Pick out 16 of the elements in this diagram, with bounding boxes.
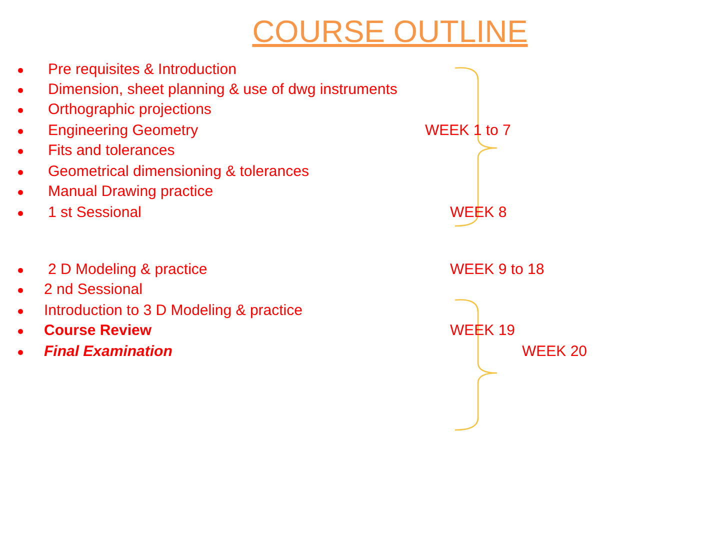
topic-item: Introduction to 3 D Modeling & practice [44,302,302,320]
topic-item: Dimension, sheet planning & use of dwg instruments [48,81,398,99]
topic-item: 2 D Modeling & practice [48,261,208,279]
topic-item: Pre requisites & Introduction [48,61,236,79]
topic-item: Orthographic projections [48,101,212,119]
topic-item: Course Review [44,322,152,340]
week-label: WEEK 9 to 18 [450,261,544,279]
topic-item: Final Examination [44,343,172,361]
slide-title: COURSE OUTLINE [251,14,529,50]
topic-item: Engineering Geometry [48,122,198,140]
topic-item: 1 st Sessional [48,204,142,222]
week-label: WEEK 20 [522,343,588,361]
topic-item: Fits and tolerances [48,142,175,160]
topic-item: Manual Drawing practice [48,183,214,201]
topic-item: Geometrical dimensioning & tolerances [48,163,309,181]
topic-item: 2 nd Sessional [44,281,142,299]
